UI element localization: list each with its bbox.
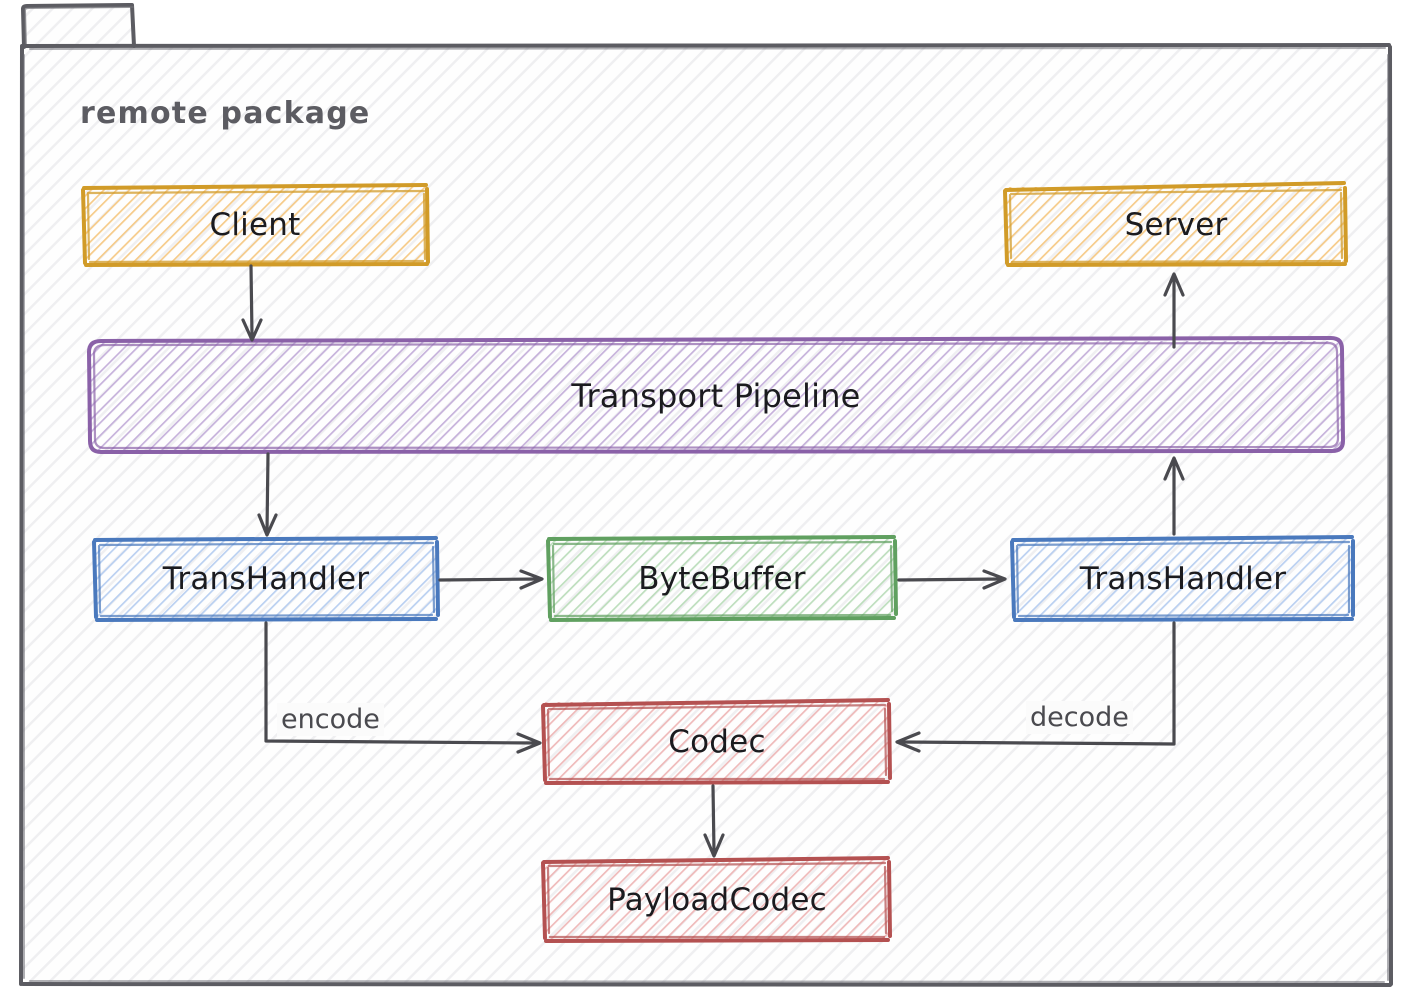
edge-label-decode: decode: [1026, 701, 1133, 734]
edge-label-encode: encode: [277, 703, 384, 736]
edge-transhandler-left-to-bytebuffer: [438, 569, 544, 590]
edge-transhandler-right-to-pipeline: [1163, 456, 1185, 536]
node-server[interactable]: [1003, 181, 1348, 267]
node-bytebuffer[interactable]: [546, 535, 898, 622]
edge-decode: [895, 621, 1176, 753]
edge-pipeline-to-transhandler-left: [257, 452, 278, 537]
node-payloadcodec[interactable]: [541, 856, 892, 943]
edge-pipeline-to-server: [1163, 272, 1185, 349]
node-transhandler-left[interactable]: [92, 536, 440, 622]
node-transhandler-right[interactable]: [1010, 535, 1355, 622]
node-codec[interactable]: [541, 698, 892, 785]
package-frame: [19, 3, 1393, 987]
package-title: remote package: [80, 96, 371, 131]
node-transport-pipeline[interactable]: [87, 336, 1345, 454]
edge-encode: [264, 621, 542, 754]
edges: [241, 264, 1185, 858]
edge-bytebuffer-to-transhandler-right: [897, 569, 1007, 590]
node-client[interactable]: [81, 183, 430, 267]
edge-client-to-pipeline: [241, 264, 263, 342]
edge-codec-to-payloadcodec: [703, 784, 725, 858]
